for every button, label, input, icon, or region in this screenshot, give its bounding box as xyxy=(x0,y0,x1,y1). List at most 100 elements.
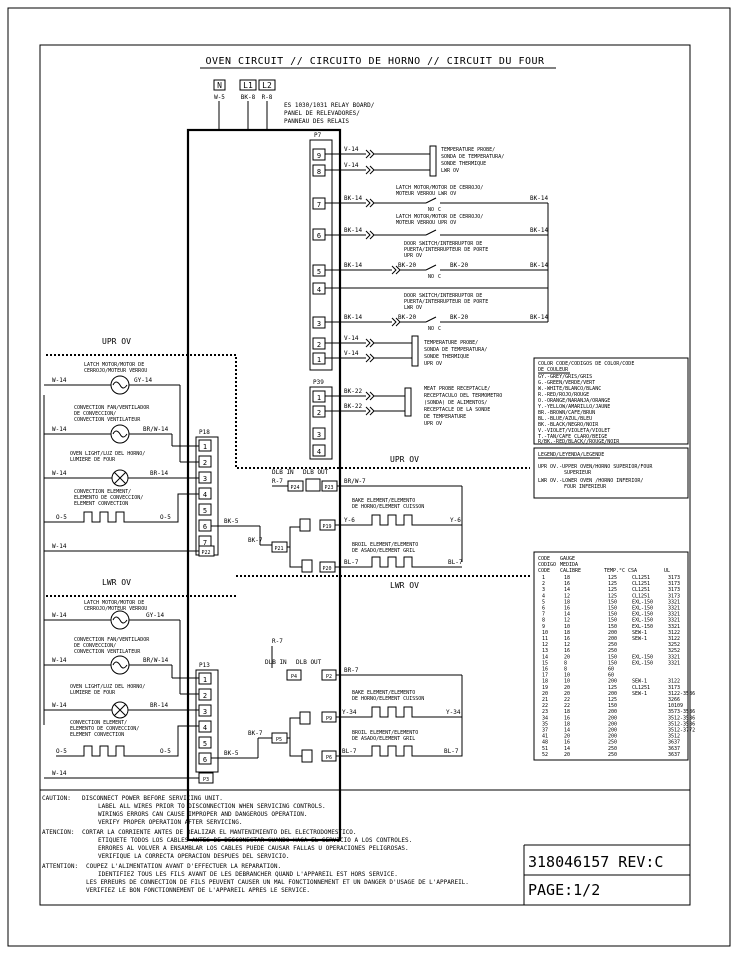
gauge-table-cell: 6 xyxy=(542,606,545,612)
gauge-table-cell: 12 xyxy=(542,642,548,648)
svg-text:3: 3 xyxy=(203,475,207,483)
svg-text:SONDE THERMIQUE: SONDE THERMIQUE xyxy=(424,354,469,360)
svg-text:LEGEND/LEYENDA/LEGENDE: LEGEND/LEYENDA/LEGENDE xyxy=(538,452,604,458)
gauge-table-cell: 22 xyxy=(542,703,548,709)
gauge-table-cell: 8 xyxy=(564,660,567,666)
svg-text:BK-20: BK-20 xyxy=(398,314,416,321)
svg-text:R.-RED/ROJO/ROUGE: R.-RED/ROJO/ROUGE xyxy=(538,392,589,398)
svg-text:BL.-BLUE/AZUL/BLEU: BL.-BLUE/AZUL/BLEU xyxy=(538,416,592,422)
gauge-table-cell: EXL-150 xyxy=(632,599,653,605)
svg-text:UPR OV: UPR OV xyxy=(424,361,442,367)
gauge-table-cell: 20 xyxy=(564,654,570,660)
p39-wiring: BK-22 BK-22 MEAT PROBE RECEPTACLE/ RECEP… xyxy=(325,386,502,427)
gauge-table-cell: 20 xyxy=(542,691,548,697)
svg-text:LATCH MOTOR/MOTOR DE CERROJO/: LATCH MOTOR/MOTOR DE CERROJO/ xyxy=(396,214,483,220)
gauge-table-cell: 125 xyxy=(608,697,617,703)
lwr-ov-section-label: LWR OV xyxy=(102,578,131,587)
svg-text:BK-14: BK-14 xyxy=(530,195,548,202)
gauge-table-cell: 250 xyxy=(608,740,617,746)
gauge-table-cell: 200 xyxy=(608,679,617,685)
connector-p13 xyxy=(195,669,219,773)
svg-text:T.-TAN/CAFE CLARO/BEIGE: T.-TAN/CAFE CLARO/BEIGE xyxy=(538,434,607,440)
svg-text:BK-22: BK-22 xyxy=(344,388,362,395)
connector-p13-pins: 1 2 3 4 5 6 xyxy=(198,672,212,765)
gauge-table-cell: 2 xyxy=(542,581,545,587)
gauge-table-box xyxy=(533,551,689,761)
svg-text:P19: P19 xyxy=(322,524,331,530)
svg-text:8: 8 xyxy=(317,168,321,176)
svg-text:Y-6: Y-6 xyxy=(450,517,461,524)
gauge-table-cell: 3173 xyxy=(668,685,680,691)
gauge-table-cell: 3173 xyxy=(668,575,680,581)
svg-text:BL-7: BL-7 xyxy=(448,559,463,566)
gauge-table-cell: 18 xyxy=(564,630,570,636)
gauge-table-cell: 10 xyxy=(564,673,570,679)
gauge-table-cell: 10 xyxy=(564,679,570,685)
svg-text:DE ASADO/ELEMENT GRIL: DE ASADO/ELEMENT GRIL xyxy=(352,548,415,554)
svg-text:W-14: W-14 xyxy=(52,702,67,709)
svg-text:LWR OV: LWR OV xyxy=(441,168,459,174)
connector-p18-label: P18 xyxy=(199,429,210,436)
gauge-table-cell: EXL-150 xyxy=(632,660,653,666)
gauge-table-header: UL xyxy=(664,568,670,574)
svg-text:BR/W-14: BR/W-14 xyxy=(143,426,169,433)
svg-text:6: 6 xyxy=(203,756,207,764)
svg-text:5: 5 xyxy=(203,507,207,515)
svg-text:CONVECTION VENTILATEUR: CONVECTION VENTILATEUR xyxy=(74,417,141,423)
svg-text:BAKE ELEMENT/ELEMENTO: BAKE ELEMENT/ELEMENTO xyxy=(352,498,415,504)
svg-text:W-14: W-14 xyxy=(52,470,67,477)
svg-text:PANNEAU DES RELAIS: PANNEAU DES RELAIS xyxy=(284,118,349,125)
svg-text:DOOR SWITCH/INTERRUPTOR DE: DOOR SWITCH/INTERRUPTOR DE xyxy=(404,293,482,299)
svg-text:P22: P22 xyxy=(201,550,210,556)
svg-text:9: 9 xyxy=(317,152,321,160)
upr-ov-label-right: UPR OV xyxy=(390,455,419,464)
gauge-table-cell: 18 xyxy=(564,599,570,605)
svg-text:CERROJO/MOTEUR VERROU: CERROJO/MOTEUR VERROU xyxy=(84,368,147,374)
svg-text:DE HORNO/ELEMENT CUISSON: DE HORNO/ELEMENT CUISSON xyxy=(352,504,424,510)
svg-text:UPR OV.-UPPER OVEN/HORNO SUPER: UPR OV.-UPPER OVEN/HORNO SUPERIOR/FOUR xyxy=(538,464,653,470)
svg-text:2: 2 xyxy=(317,341,321,349)
gauge-table-cell: 8 xyxy=(542,618,545,624)
svg-text:LATCH MOTOR/MOTOR DE CERROJO/: LATCH MOTOR/MOTOR DE CERROJO/ xyxy=(396,185,483,191)
svg-text:CONVECTION ELEMENT/: CONVECTION ELEMENT/ xyxy=(74,489,131,495)
gauge-table-header: CODE xyxy=(538,568,550,574)
gauge-table-cell: 16 xyxy=(564,715,570,721)
gauge-table-cell: 12 xyxy=(564,642,570,648)
gauge-table-cell: 4 xyxy=(542,593,545,599)
gauge-table-cell: 18 xyxy=(564,709,570,715)
connector-p39 xyxy=(309,386,333,460)
svg-text:DE HORNO/ELEMENT CUISSON: DE HORNO/ELEMENT CUISSON xyxy=(352,696,424,702)
gauge-table-cell: 125 xyxy=(608,587,617,593)
supply-terminal-l1: L1 xyxy=(243,81,253,90)
legend-box xyxy=(533,447,689,499)
gauge-table-cell: 37 xyxy=(542,728,548,734)
svg-text:NO: NO xyxy=(428,274,434,280)
gauge-table-cell: 18 xyxy=(564,721,570,727)
gauge-table-cell: 250 xyxy=(608,648,617,654)
gauge-table-cell: 20 xyxy=(564,685,570,691)
gauge-table-cell: SEW-1 xyxy=(632,679,647,685)
gauge-table-cell: 19 xyxy=(542,685,548,691)
svg-text:R-7: R-7 xyxy=(272,478,283,485)
supply-terminals: N L1 L2 W-5 BK-8 R-8 xyxy=(213,79,276,130)
svg-text:LUMIERE DE FOUR: LUMIERE DE FOUR xyxy=(70,690,116,696)
lwr-ov-dashed-boundary xyxy=(46,575,530,597)
svg-text:MOTEUR VERROU UPR OV: MOTEUR VERROU UPR OV xyxy=(396,220,456,226)
svg-text:DLB IN: DLB IN xyxy=(265,659,287,666)
svg-text:DLB IN: DLB IN xyxy=(272,469,294,476)
gauge-table-cell: CL1251 xyxy=(632,593,650,599)
svg-text:BL-7: BL-7 xyxy=(444,748,459,755)
relay-board-label: ES 1030/1031 RELAY BOARD/ PANEL DE RELEV… xyxy=(284,102,375,125)
gauge-table-cell: 14 xyxy=(564,612,570,618)
gauge-table-cell: 8 xyxy=(564,667,567,673)
gauge-table-cell: SEW-1 xyxy=(632,691,647,697)
gauge-table-cell: 200 xyxy=(608,630,617,636)
gauge-table-cell: 3321 xyxy=(668,606,680,612)
gauge-table-cell: 150 xyxy=(608,654,617,660)
svg-text:COUPEZ L'ALIMENTATION AVANT D': COUPEZ L'ALIMENTATION AVANT D'EFFECTUER … xyxy=(86,863,281,870)
svg-text:W.-WHITE/BLANCO/BLANC: W.-WHITE/BLANCO/BLANC xyxy=(538,386,601,392)
svg-text:CONVECTION FAN/VENTILADOR: CONVECTION FAN/VENTILADOR xyxy=(74,405,150,411)
svg-text:5: 5 xyxy=(317,268,321,276)
svg-text:P6: P6 xyxy=(326,755,332,761)
caution-en-label: CAUTION: xyxy=(42,795,71,802)
